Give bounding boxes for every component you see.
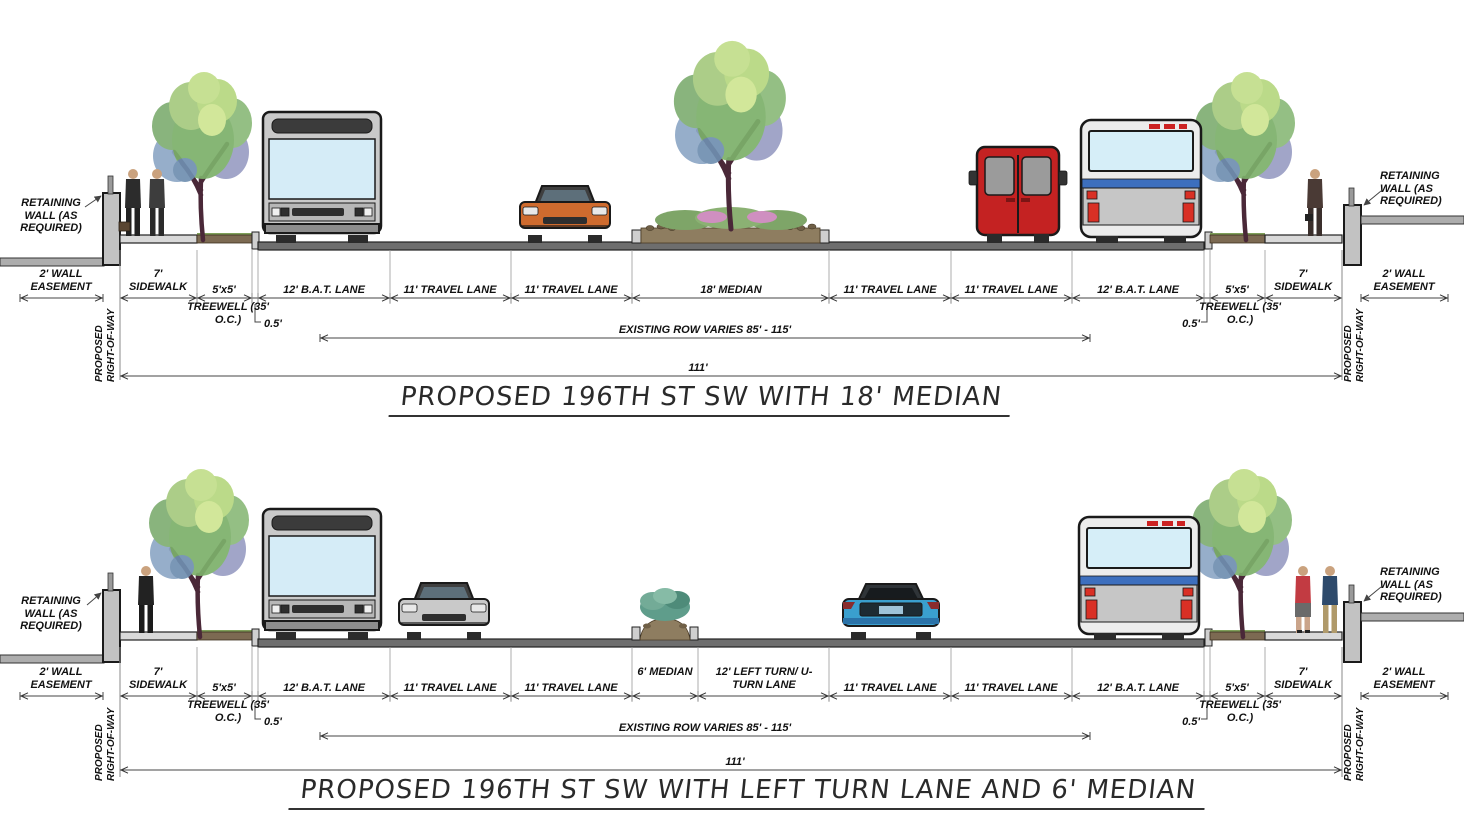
bus-illustration bbox=[261, 507, 383, 642]
rv-rear bbox=[1077, 515, 1201, 642]
curb-offset-label-right: 0.5' bbox=[1182, 318, 1200, 330]
lane-label: 11' TRAVEL LANE bbox=[403, 284, 497, 296]
pedestrians-left bbox=[118, 169, 165, 236]
retaining-wall-label-right: RETAINING WALL (AS REQUIRED) bbox=[1380, 566, 1442, 604]
curb-offset-label-left: 0.5' bbox=[264, 716, 282, 728]
bottom-ground bbox=[0, 572, 1464, 664]
curb-offset-label-left: 0.5' bbox=[264, 318, 282, 330]
lane-label: 7' SIDEWALK bbox=[128, 666, 188, 691]
lane-label: 7' SIDEWALK bbox=[128, 268, 188, 293]
street-tree bbox=[152, 72, 252, 240]
bottom-median-planting bbox=[631, 588, 699, 641]
lane-label: 5'x5' bbox=[212, 284, 236, 296]
pedestrian-right bbox=[1305, 169, 1323, 236]
lane-label: 5'x5' bbox=[212, 682, 236, 694]
wall-easement-label-right: 2' WALL EASEMENT bbox=[1373, 268, 1435, 293]
median-tree bbox=[674, 41, 786, 229]
top-median-planting bbox=[631, 207, 830, 244]
lane-label: 11' TRAVEL LANE bbox=[843, 284, 937, 296]
proposed-row-label-left: PROPOSED RIGHT-OF-WAY bbox=[94, 707, 117, 781]
lane-label: 7' SIDEWALK bbox=[1273, 666, 1333, 691]
street-tree bbox=[149, 469, 249, 637]
bus-illustration bbox=[261, 110, 383, 245]
street-tree bbox=[1195, 72, 1295, 240]
lane-label: 11' TRAVEL LANE bbox=[964, 284, 1058, 296]
proposed-row-label-left: PROPOSED RIGHT-OF-WAY bbox=[94, 308, 117, 382]
wall-easement-label-right: 2' WALL EASEMENT bbox=[1373, 666, 1435, 691]
lane-label: 5'x5' bbox=[1225, 284, 1249, 296]
total-width-label: 111' bbox=[688, 362, 708, 374]
lane-label: 6' MEDIAN bbox=[637, 666, 693, 678]
total-width-label: 111' bbox=[725, 756, 745, 768]
lane-label: 11' TRAVEL LANE bbox=[524, 284, 618, 296]
lane-label: 11' TRAVEL LANE bbox=[524, 682, 618, 694]
retaining-wall-label-right: RETAINING WALL (AS REQUIRED) bbox=[1380, 170, 1442, 208]
panel-title-top: PROPOSED 196TH ST SW WITH 18' MEDIAN bbox=[388, 382, 1014, 417]
wall-easement-label-left: 2' WALL EASEMENT bbox=[30, 268, 92, 293]
retaining-wall-label-left: RETAINING WALL (AS REQUIRED) bbox=[20, 595, 82, 633]
pedestrians-right bbox=[1295, 566, 1338, 633]
treewell-note-left: TREEWELL (35' O.C.) bbox=[187, 699, 269, 724]
proposed-row-label-right: PROPOSED RIGHT-OF-WAY bbox=[1343, 308, 1366, 382]
car-rear-blue bbox=[842, 583, 940, 641]
lane-label: 12' B.A.T. LANE bbox=[283, 284, 365, 296]
dimension-lines bbox=[19, 250, 1449, 777]
lane-label: 12' B.A.T. LANE bbox=[1097, 682, 1179, 694]
lane-label: 12' B.A.T. LANE bbox=[283, 682, 365, 694]
car-front-orange bbox=[519, 185, 611, 244]
lane-label: 18' MEDIAN bbox=[700, 284, 762, 296]
lane-label: 7' SIDEWALK bbox=[1273, 268, 1333, 293]
existing-row-label: EXISTING ROW VARIES 85' - 115' bbox=[618, 722, 792, 734]
lane-label: 11' TRAVEL LANE bbox=[964, 682, 1058, 694]
existing-row-label: EXISTING ROW VARIES 85' - 115' bbox=[618, 324, 792, 336]
lane-label: 12' B.A.T. LANE bbox=[1097, 284, 1179, 296]
treewell-note-right: TREEWELL (35' O.C.) bbox=[1199, 699, 1281, 724]
lane-label: 12' LEFT TURN/ U-TURN LANE bbox=[715, 666, 813, 691]
retaining-wall-label-left: RETAINING WALL (AS REQUIRED) bbox=[20, 197, 82, 235]
car-front-silver bbox=[398, 582, 490, 641]
lane-label: 11' TRAVEL LANE bbox=[403, 682, 497, 694]
treewell-note-left: TREEWELL (35' O.C.) bbox=[187, 301, 269, 326]
rv-rear bbox=[1079, 118, 1203, 245]
proposed-row-label-right: PROPOSED RIGHT-OF-WAY bbox=[1343, 707, 1366, 781]
panel-title-bottom: PROPOSED 196TH ST SW WITH LEFT TURN LANE… bbox=[288, 775, 1208, 810]
lane-label: 11' TRAVEL LANE bbox=[843, 682, 937, 694]
street-tree bbox=[1192, 469, 1292, 637]
wall-easement-label-left: 2' WALL EASEMENT bbox=[30, 666, 92, 691]
lane-label: 5'x5' bbox=[1225, 682, 1249, 694]
red-van-rear bbox=[967, 145, 1069, 245]
treewell-note-right: TREEWELL (35' O.C.) bbox=[1199, 301, 1281, 326]
curb-offset-label-right: 0.5' bbox=[1182, 716, 1200, 728]
pedestrian-left bbox=[138, 566, 154, 633]
